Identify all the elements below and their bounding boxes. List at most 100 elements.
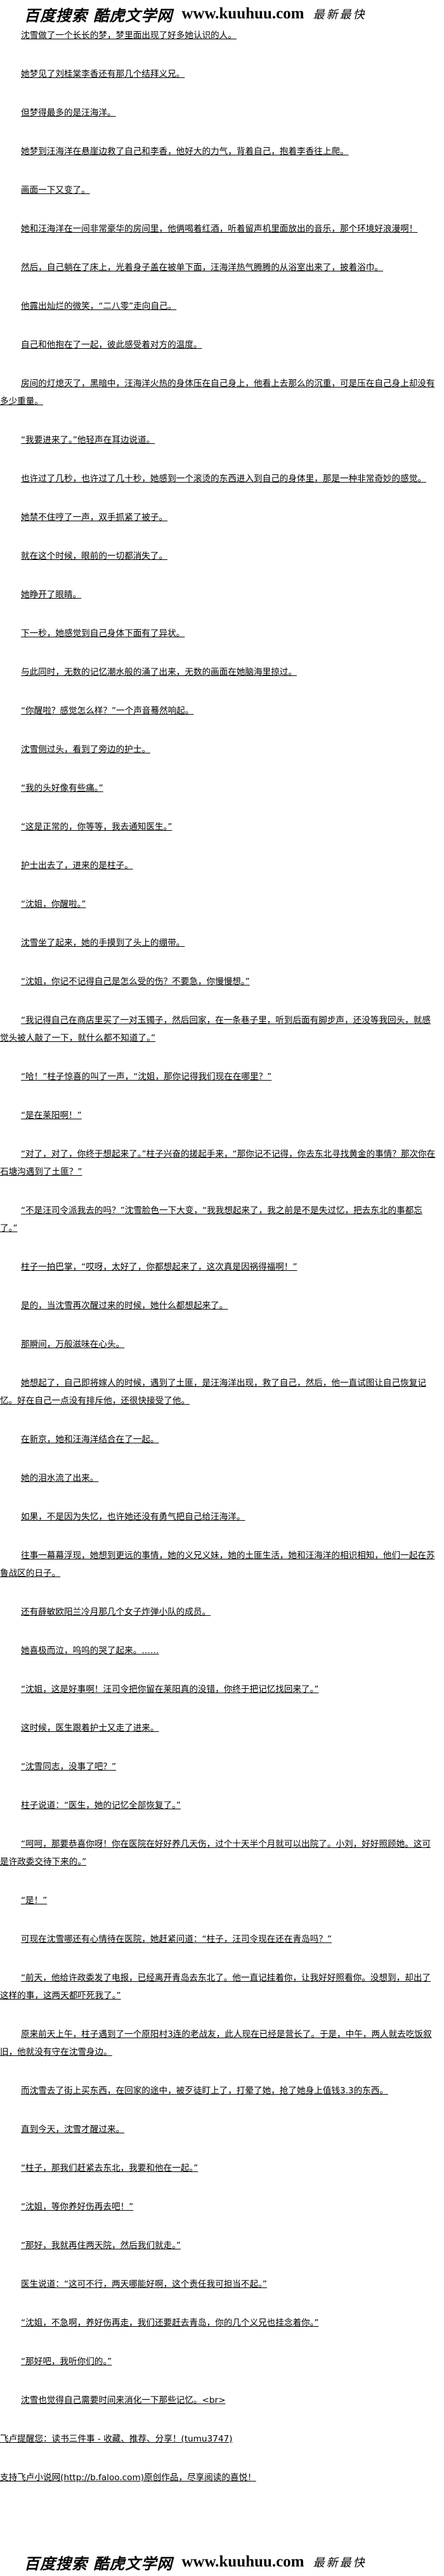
paragraph-link-text[interactable]: 房间的灯熄灭了，黑暗中，汪海洋火热的身体压在自己身上，他看上去那么的沉重，可是压… — [0, 379, 435, 407]
logo-tagline: 最新最快 — [313, 8, 367, 22]
paragraph-link-text[interactable]: 而沈雪去了街上买东西，在回家的途中，被歹徒盯上了，打晕了她，抢了她身上值钱3.3… — [21, 2086, 388, 2096]
paragraph-link-text[interactable]: 她睁开了眼睛。 — [21, 590, 82, 600]
paragraph: 飞卢提醒您：读书三件事 - 收藏、推荐、分享！(tumu3747) — [0, 2430, 438, 2448]
paragraph-link-text[interactable]: “沈姐，你醒啦。” — [21, 899, 86, 909]
paragraph-link-text[interactable]: “这是正常的，你等等，我去通知医生。” — [21, 822, 173, 832]
paragraph-link-text[interactable]: 沈雪侧过头，看到了旁边的护士。 — [21, 745, 150, 755]
paragraph: 就在这个时候，眼前的一切都消失了。 — [0, 547, 438, 565]
paragraph-link-text[interactable]: 原来前天上午，柱子遇到了一个原阳村3连的老战友，此人现在已经是营长了。于是，中午… — [0, 2029, 432, 2057]
paragraph-link-text[interactable]: “你醒啦？感觉怎么样？”一个声音蓦然响起。 — [21, 706, 194, 716]
paragraph-link-text[interactable]: 沈雪坐了起来，她的手摸到了头上的绷带。 — [21, 938, 185, 948]
paragraph-link-text[interactable]: 就在这个时候，眼前的一切都消失了。 — [21, 551, 168, 561]
paragraph: “沈姐，这是好事啊！汪司令把你留在莱阳真的没错，你终于把记忆找回来了。” — [0, 1681, 438, 1698]
paragraph-link-text[interactable]: “那好，我就再住两天院，然后我们就走。” — [21, 2241, 181, 2251]
paragraph: 支持飞卢小说网(http://b.faloo.com)原创作品，尽享阅读的喜悦！ — [0, 2469, 438, 2487]
paragraph-link-text[interactable]: 她梦到汪海洋在悬崖边救了自己和李香，他好大的力气，背着自己，抱着李香往上爬。 — [21, 146, 349, 157]
paragraph-link-text[interactable]: “我的头好像有些痛。” — [21, 783, 103, 793]
paragraph: “对了，对了，你终于想起来了。”柱子兴奋的搓起手来，“那你记不记得，你去东北寻找… — [0, 1145, 438, 1181]
logo-site-name: 百度搜索 酷虎文学网 — [24, 6, 173, 25]
paragraph-link-text[interactable]: 沈雪也觉得自己需要时间来消化一下那些记忆。<br> — [21, 2395, 226, 2405]
paragraph: 是的，当沈雪再次醒过来的时候，她什么都想起来了。 — [0, 1297, 438, 1315]
paragraph: 护士出去了，进来的是柱子。 — [0, 857, 438, 875]
paragraph: 如果，不是因为失忆，也许她还没有勇气把自己给汪海洋。 — [0, 1508, 438, 1526]
paragraph-link-text[interactable]: 还有薛敏欧阳兰冷月那几个女子炸弹小队的成员。 — [21, 1607, 211, 1617]
paragraph-link-text[interactable]: 沈雪做了一个长长的梦，梦里面出现了好多她认识的人。 — [21, 30, 237, 41]
paragraph-link-text[interactable]: 往事一幕幕浮现，她想到更远的事情，她的义兄义妹，她的土匪生活，她和汪海洋的相识相… — [0, 1551, 435, 1578]
paragraph-link-text[interactable]: “我要进来了。”他轻声在耳边说道。 — [21, 435, 155, 445]
paragraph: 可现在沈雪哪还有心情待在医院，她赶紧问道：“柱子，汪司令现在还在青岛吗？” — [0, 1930, 438, 1948]
paragraph: 画面一下又变了。 — [0, 181, 438, 199]
paragraph: “前天，他给许政委发了电报，已经离开青岛去东北了。他一直记挂着你，让我好好照看你… — [0, 1969, 438, 2005]
paragraph-link-text[interactable]: “沈姐，这是好事啊！汪司令把你留在莱阳真的没错，你终于把记忆找回来了。” — [21, 1684, 319, 1695]
paragraph: “你醒啦？感觉怎么样？”一个声音蓦然响起。 — [0, 702, 438, 720]
paragraph: “沈雪同志，没事了吧？” — [0, 1758, 438, 1776]
paragraph-link-text[interactable]: 也许过了几秒，也许过了几十秒，她感到一个滚烫的东西进入到自己的身体里，那是一种非… — [21, 474, 426, 484]
paragraph-link-text[interactable]: 那瞬间，万般滋味在心头。 — [21, 1339, 125, 1350]
paragraph: 也许过了几秒，也许过了几十秒，她感到一个滚烫的东西进入到自己的身体里，那是一种非… — [0, 470, 438, 488]
paragraph-link-text[interactable]: 与此同时，无数的记忆潮水般的涌了出来，无数的画面在她脑海里掠过。 — [21, 667, 297, 677]
paragraph-link-text[interactable]: “我记得自己在商店里买了一对玉镯子，然后回家，在一条巷子里，听到后面有脚步声，还… — [0, 1015, 431, 1043]
paragraph-link-text[interactable]: “是！” — [21, 1896, 48, 1906]
paragraph: 她禁不住哼了一声，双手抓紧了被子。 — [0, 509, 438, 526]
paragraph-link-text[interactable]: 她想起了，自己即将嫁人的时候，遇到了土匪，是汪海洋出现，救了自己，然后，他一直试… — [0, 1378, 426, 1406]
paragraph-link-text[interactable]: 她禁不住哼了一声，双手抓紧了被子。 — [21, 512, 168, 523]
paragraph: 房间的灯熄灭了，黑暗中，汪海洋火热的身体压在自己身上，他看上去那么的沉重，可是压… — [0, 375, 438, 410]
paragraph-link-text[interactable]: “沈雪同志，没事了吧？” — [21, 1762, 117, 1772]
paragraph: 柱子说道：“医生，她的记忆全部恢复了。” — [0, 1797, 438, 1814]
logo-tagline: 最新最快 — [313, 2556, 367, 2570]
paragraph: “沈姐，等你养好伤再去吧！” — [0, 2198, 438, 2216]
paragraph-link-text[interactable]: 医生说道：“这可不行，两天哪能好啊，这个责任我可担当不起。” — [21, 2279, 267, 2289]
paragraph: 然后，自己躺在了床上，光着身子盖在被单下面，汪海洋热气腾腾的从浴室出来了，披着浴… — [0, 259, 438, 276]
paragraph-link-text[interactable]: “沈姐，不急啊，养好伤再走，我们还要赶去青岛，你的几个义兄也挂念着你。” — [21, 2318, 319, 2328]
paragraph: 沈雪侧过头，看到了旁边的护士。 — [0, 741, 438, 758]
paragraph-link-text[interactable]: “那好吧，我听你们的。” — [21, 2357, 112, 2367]
paragraph-link-text[interactable]: “沈姐，等你养好伤再去吧！” — [21, 2202, 134, 2212]
paragraph-link-text[interactable]: 自己和他抱在了一起，彼此感受着对方的温度。 — [21, 340, 202, 350]
logo-site-name: 百度搜索 酷虎文学网 — [24, 2554, 173, 2573]
paragraph-link-text[interactable]: 直到今天，沈雪才醒过来。 — [21, 2124, 125, 2135]
paragraph-link-text[interactable]: “对了，对了，你终于想起来了。”柱子兴奋的搓起手来，“那你记不记得，你去东北寻找… — [0, 1149, 436, 1177]
paragraph-link-text[interactable]: “柱子，那我们赶紧去东北，我要和他在一起。” — [21, 2163, 199, 2173]
paragraph: “是！” — [0, 1892, 438, 1909]
paragraph: 与此同时，无数的记忆潮水般的涌了出来，无数的画面在她脑海里掠过。 — [0, 663, 438, 681]
paragraph: “不是汪司令派我去的吗？”沈雪脸色一下大变，“我我想起来了，我之前是不是失过忆，… — [0, 1202, 438, 1237]
paragraph-link-text[interactable]: 她和汪海洋在一间非常豪华的房间里，他俩喝着红酒，听着留声机里面放出的音乐，那个环… — [21, 224, 418, 234]
paragraph-link-text[interactable]: “呵呵，那要恭喜你呀！你在医院在好好养几天伤，过个十天半个月就可以出院了。小刘，… — [0, 1839, 431, 1867]
paragraph-link-text[interactable]: 但梦得最多的是汪海洋。 — [21, 108, 116, 118]
paragraph: 那瞬间，万般滋味在心头。 — [0, 1336, 438, 1353]
paragraph-link-text[interactable]: 画面一下又变了。 — [21, 185, 90, 195]
paragraph-link-text[interactable]: 可现在沈雪哪还有心情待在医院，她赶紧问道：“柱子，汪司令现在还在青岛吗？” — [21, 1934, 332, 1944]
site-logo-header: 百度搜索 酷虎文学网 www.kuuhuu.com 最新最快 — [0, 1, 444, 27]
paragraph-link-text[interactable]: 然后，自己躺在了床上，光着身子盖在被单下面，汪海洋热气腾腾的从浴室出来了，披着浴… — [21, 263, 383, 273]
paragraph-link-text[interactable]: 她喜极而泣，呜呜的哭了起来。…… — [21, 1646, 159, 1656]
paragraph-link-text[interactable]: 柱子一拍巴掌，“哎呀，太好了，你都想起来了，这次真是因祸得福啊！” — [21, 1262, 297, 1272]
paragraph: “沈姐，你记不记得自己是怎么受的伤？不要急，你慢慢想。” — [0, 973, 438, 991]
paragraph: 这时候，医生跟着护士又走了进来。 — [0, 1719, 438, 1737]
paragraph-link-text[interactable]: 在新京，她和汪海洋结合在了一起。 — [21, 1434, 159, 1445]
paragraph: “哈！”柱子惊喜的叫了一声，“沈姐，那你记得我们现在在哪里？” — [0, 1068, 438, 1086]
paragraph-link-text[interactable]: “是在莱阳啊！” — [21, 1110, 82, 1121]
paragraph-link-text[interactable]: 柱子说道：“医生，她的记忆全部恢复了。” — [21, 1800, 181, 1811]
paragraph-link-text[interactable]: 下一秒，她感觉到自己身体下面有了异状。 — [21, 628, 185, 639]
paragraph: “沈姐，不急啊，养好伤再走，我们还要赶去青岛，你的几个义兄也挂念着你。” — [0, 2314, 438, 2332]
paragraph-link-text[interactable]: 她梦见了刘桂棠李香还有那几个结拜义兄。 — [21, 69, 185, 79]
paragraph-link-text[interactable]: 护士出去了，进来的是柱子。 — [21, 861, 133, 871]
paragraph-link-text[interactable]: “不是汪司令派我去的吗？”沈雪脸色一下大变，“我我想起来了，我之前是不是失过忆，… — [0, 1206, 422, 1233]
paragraph: “这是正常的，你等等，我去通知医生。” — [0, 818, 438, 836]
paragraph-link-text[interactable]: 是的，当沈雪再次醒过来的时候，她什么都想起来了。 — [21, 1301, 228, 1311]
paragraph-link-text[interactable]: “沈姐，你记不记得自己是怎么受的伤？不要急，你慢慢想。” — [21, 977, 250, 987]
paragraph-link-text[interactable]: 她的泪水流了出来。 — [21, 1473, 99, 1483]
paragraph-link-text[interactable]: 飞卢提醒您：读书三件事 - 收藏、推荐、分享！(tumu3747) — [0, 2434, 233, 2444]
paragraph: 直到今天，沈雪才醒过来。 — [0, 2121, 438, 2138]
paragraph-link-text[interactable]: 支持飞卢小说网(http://b.faloo.com)原创作品，尽享阅读的喜悦！ — [0, 2473, 256, 2483]
paragraph-link-text[interactable]: 他露出灿烂的微笑，“二八零”走向自己。 — [21, 301, 177, 311]
paragraph: 沈雪坐了起来，她的手摸到了头上的绷带。 — [0, 934, 438, 952]
paragraph-link-text[interactable]: “哈！”柱子惊喜的叫了一声，“沈姐，那你记得我们现在在哪里？” — [21, 1072, 272, 1082]
paragraph-link-text[interactable]: 如果，不是因为失忆，也许她还没有勇气把自己给汪海洋。 — [21, 1512, 245, 1522]
paragraph-link-text[interactable]: “前天，他给许政委发了电报，已经离开青岛去东北了。他一直记挂着你，让我好好照看你… — [0, 1973, 431, 2001]
paragraph: 柱子一拍巴掌，“哎呀，太好了，你都想起来了，这次真是因祸得福啊！” — [0, 1258, 438, 1276]
paragraph: “我要进来了。”他轻声在耳边说道。 — [0, 431, 438, 449]
paragraph: 她和汪海洋在一间非常豪华的房间里，他俩喝着红酒，听着留声机里面放出的音乐，那个环… — [0, 220, 438, 238]
paragraph: “我记得自己在商店里买了一对玉镯子，然后回家，在一条巷子里，听到后面有脚步声，还… — [0, 1012, 438, 1047]
paragraph-link-text[interactable]: 这时候，医生跟着护士又走了进来。 — [21, 1723, 159, 1733]
